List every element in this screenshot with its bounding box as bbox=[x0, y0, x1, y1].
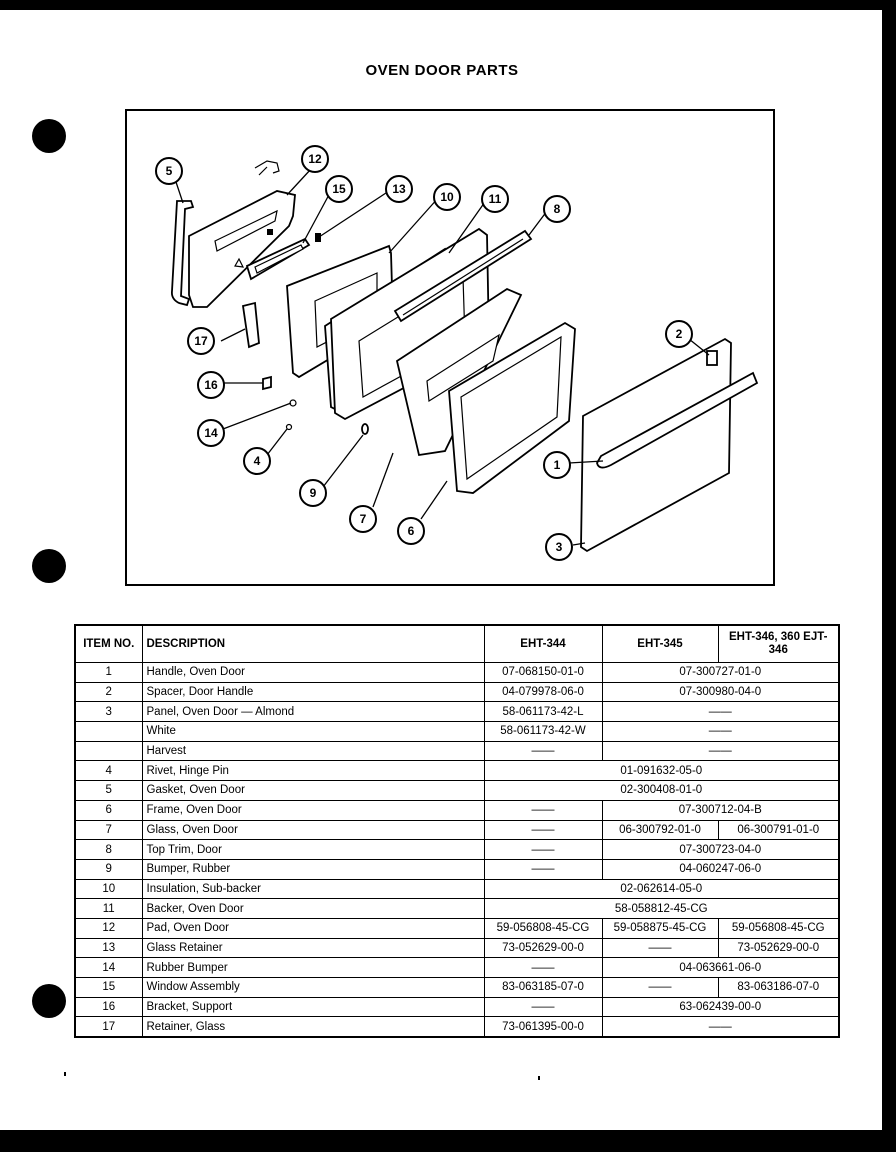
callout-15: 15 bbox=[325, 175, 353, 203]
callout-10: 10 bbox=[433, 183, 461, 211]
svg-text:17: 17 bbox=[194, 334, 208, 348]
callout-16: 16 bbox=[197, 371, 225, 399]
svg-text:10: 10 bbox=[440, 190, 454, 204]
punch-hole-bottom bbox=[32, 984, 66, 1018]
svg-text:5: 5 bbox=[166, 164, 173, 178]
table-row: 7 Glass, Oven Door —— 06-300792-01-0 06-… bbox=[74, 819, 840, 841]
bracket-part bbox=[262, 375, 272, 391]
table-row: 16 Bracket, Support —— 63-062439-00-0 bbox=[74, 996, 840, 1018]
table-row: 15 Window Assembly 83-063185-07-0 —— 83-… bbox=[74, 977, 840, 998]
scan-speck bbox=[538, 1076, 540, 1080]
handle-part bbox=[596, 371, 759, 469]
parts-table: ITEM NO. DESCRIPTION EHT-344 EHT-345 EHT… bbox=[74, 624, 840, 1039]
header-model-eht-346: EHT-346, 360 EJT-346 bbox=[717, 624, 840, 663]
table-row: 17 Retainer, Glass 73-061395-00-0 —— bbox=[74, 1016, 840, 1038]
svg-text:14: 14 bbox=[204, 426, 218, 440]
callout-11: 11 bbox=[481, 185, 509, 213]
svg-text:3: 3 bbox=[556, 540, 563, 554]
svg-text:4: 4 bbox=[254, 454, 261, 468]
table-row: 5 Gasket, Oven Door 02-300408-01-0 bbox=[74, 780, 840, 801]
svg-text:15: 15 bbox=[332, 182, 346, 196]
table-row: 11 Backer, Oven Door 58-058812-45-CG bbox=[74, 898, 840, 919]
callout-3: 3 bbox=[545, 533, 573, 561]
svg-text:16: 16 bbox=[204, 378, 218, 392]
header-item-no: ITEM NO. bbox=[74, 624, 143, 663]
svg-text:6: 6 bbox=[408, 524, 415, 538]
door-panel-part bbox=[580, 337, 732, 553]
callout-6: 6 bbox=[397, 517, 425, 545]
table-row: 9 Bumper, Rubber —— 04-060247-06-0 bbox=[74, 858, 840, 880]
callout-9: 9 bbox=[299, 479, 327, 507]
rivet-part bbox=[285, 423, 293, 431]
table-row: 1 Handle, Oven Door 07-068150-01-0 07-30… bbox=[74, 662, 840, 683]
table-row: 8 Top Trim, Door —— 07-300723-04-0 bbox=[74, 839, 840, 860]
table-row: 12 Pad, Oven Door 59-056808-45-CG 59-058… bbox=[74, 917, 840, 939]
table-row: 6 Frame, Oven Door —— 07-300712-04-B bbox=[74, 799, 840, 821]
scan-speck bbox=[64, 1072, 66, 1076]
callout-8: 8 bbox=[543, 195, 571, 223]
svg-text:9: 9 bbox=[310, 486, 317, 500]
callout-7: 7 bbox=[349, 505, 377, 533]
callout-12: 12 bbox=[301, 145, 329, 173]
callout-2: 2 bbox=[665, 320, 693, 348]
header-model-eht-345: EHT-345 bbox=[601, 624, 719, 663]
svg-text:2: 2 bbox=[676, 327, 683, 341]
pad-part bbox=[188, 190, 296, 308]
scan-edge-top bbox=[0, 0, 896, 10]
svg-text:1: 1 bbox=[554, 458, 561, 472]
scan-edge-right bbox=[882, 0, 896, 1152]
gasket-part bbox=[170, 200, 195, 307]
table-row: 2 Spacer, Door Handle 04-079978-06-0 07-… bbox=[74, 681, 840, 703]
header-model-eht-344: EHT-344 bbox=[483, 624, 603, 663]
svg-text:11: 11 bbox=[489, 192, 502, 206]
svg-text:13: 13 bbox=[392, 182, 406, 196]
exploded-diagram: 1 2 3 4 5 6 7 8 9 10 11 12 13 14 15 16 1… bbox=[125, 109, 775, 586]
punch-hole-top bbox=[32, 119, 66, 153]
bumper-part bbox=[361, 423, 369, 435]
table-header-row: ITEM NO. DESCRIPTION EHT-344 EHT-345 EHT… bbox=[74, 624, 840, 663]
table-row: 10 Insulation, Sub-backer 02-062614-05-0 bbox=[74, 878, 840, 900]
table-row: 3 Panel, Oven Door — Almond 58-061173-42… bbox=[74, 701, 840, 723]
svg-text:8: 8 bbox=[554, 202, 561, 216]
table-row: Harvest —— —— bbox=[74, 740, 840, 762]
callout-1: 1 bbox=[543, 451, 571, 479]
oven-door-exploded-view: 1 2 3 4 5 6 7 8 9 10 11 12 13 14 15 16 1… bbox=[155, 145, 759, 561]
table-row: White 58-061173-42-W —— bbox=[74, 721, 840, 742]
callout-14: 14 bbox=[197, 419, 225, 447]
header-description: DESCRIPTION bbox=[141, 624, 485, 663]
hinge-hook-part bbox=[254, 160, 280, 176]
callout-4: 4 bbox=[243, 447, 271, 475]
punch-hole-middle bbox=[32, 549, 66, 583]
spacer-part bbox=[706, 350, 718, 366]
page-title: OVEN DOOR PARTS bbox=[365, 62, 519, 79]
callout-13: 13 bbox=[385, 175, 413, 203]
callout-5: 5 bbox=[155, 157, 183, 185]
scan-edge-bottom bbox=[0, 1130, 896, 1152]
callout-17: 17 bbox=[187, 327, 215, 355]
table-row: 4 Rivet, Hinge Pin 01-091632-05-0 bbox=[74, 760, 840, 782]
table-row: 13 Glass Retainer 73-052629-00-0 —— 73-0… bbox=[74, 937, 840, 959]
svg-text:7: 7 bbox=[360, 512, 367, 526]
retainer-glass-part bbox=[241, 301, 260, 349]
svg-text:12: 12 bbox=[308, 152, 322, 166]
table-row: 14 Rubber Bumper —— 04-063661-06-0 bbox=[74, 957, 840, 978]
